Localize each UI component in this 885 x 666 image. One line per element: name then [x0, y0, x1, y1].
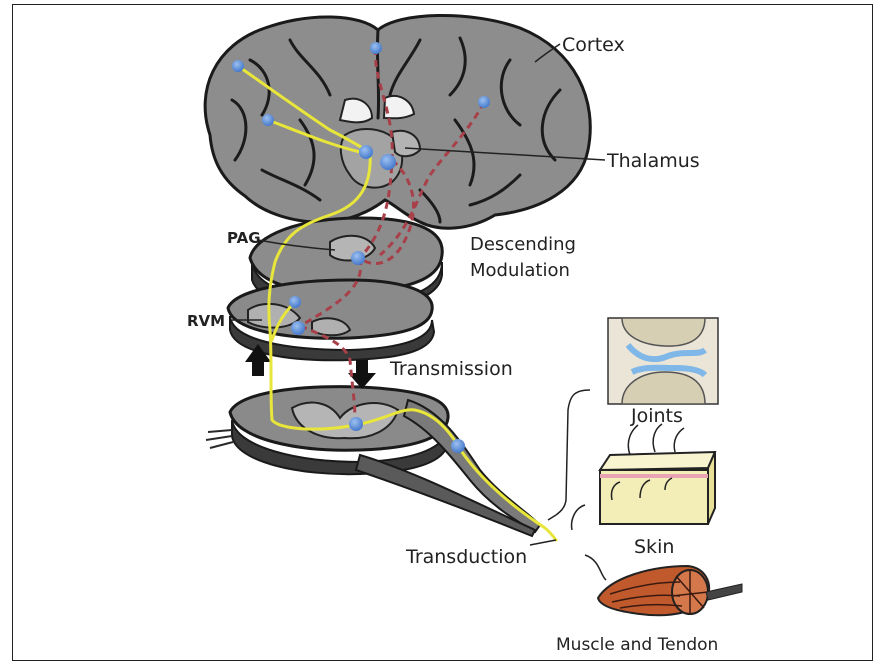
cortex-neuron-node — [262, 114, 274, 126]
cortex-neuron-node — [370, 42, 382, 54]
rvm-label: RVM — [187, 312, 225, 330]
cortex-neuron-node — [478, 96, 490, 108]
pag-label: PAG — [227, 229, 261, 247]
thalamus-label: Thalamus — [607, 150, 700, 172]
thalamus-neuron-node — [380, 154, 396, 170]
joint-illustration — [608, 318, 718, 404]
dorsal-root-ganglion-node — [451, 439, 465, 453]
muscle-and-tendon-label: Muscle and Tendon — [556, 635, 718, 655]
skin-label: Skin — [634, 536, 674, 558]
descending-modulation-label-line2: Modulation — [470, 259, 570, 283]
skin-illustration — [600, 424, 715, 524]
joints-label: Joints — [631, 405, 683, 427]
descending-modulation-label-line1: Descending — [470, 233, 576, 257]
pag-neuron-node — [351, 251, 365, 265]
transmission-label: Transmission — [390, 358, 513, 380]
transduction-label: Transduction — [406, 546, 527, 568]
rvm-neuron-node — [291, 321, 305, 335]
muscle-illustration — [598, 566, 742, 615]
cortex-neuron-node — [232, 60, 244, 72]
dorsal-horn-neuron-node — [349, 417, 363, 431]
rvm-neuron-node — [289, 296, 301, 308]
thalamus-neuron-node — [359, 145, 373, 159]
spinal-cord-segment — [206, 387, 540, 536]
cortex-label: Cortex — [562, 34, 625, 56]
